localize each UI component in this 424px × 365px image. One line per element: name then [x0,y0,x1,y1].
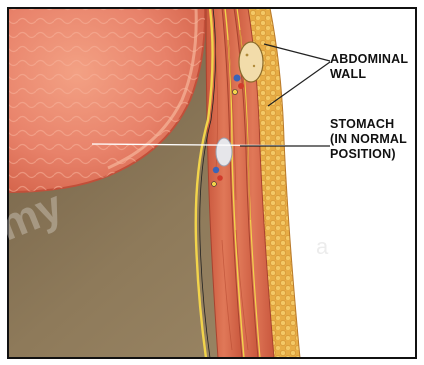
label-abdominal-wall-line-1: ABDOMINAL [330,52,408,67]
label-stomach: STOMACH (IN NORMAL POSITION) [330,117,407,162]
label-abdominal-wall-line-2: WALL [330,67,408,82]
label-stomach-line-1: STOMACH [330,117,407,132]
label-stomach-line-3: POSITION) [330,147,407,162]
label-stomach-line-2: (IN NORMAL [330,132,407,147]
label-abdominal-wall: ABDOMINAL WALL [330,52,408,82]
